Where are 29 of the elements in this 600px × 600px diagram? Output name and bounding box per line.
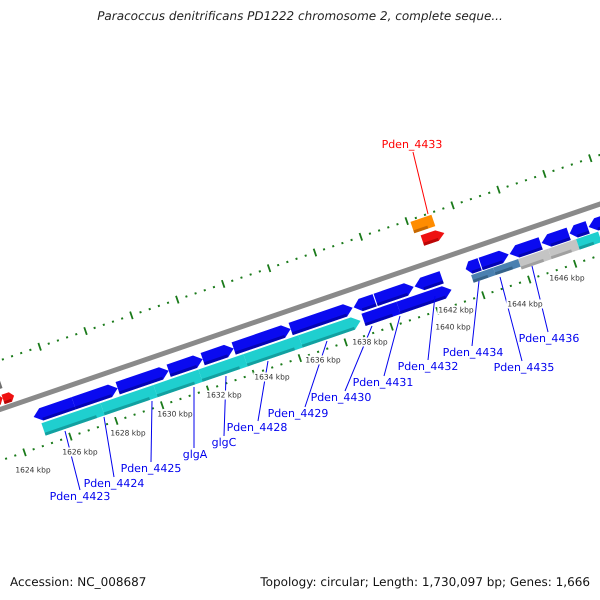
- gene-label: Pden_4424: [84, 478, 144, 490]
- leader-line: [472, 280, 480, 346]
- leader-line: [150, 400, 152, 462]
- gene-label: Pden_4425: [120, 463, 182, 475]
- genome-summary-text: Topology: circular; Length: 1,730,097 bp; Genes: 1,666: [260, 575, 590, 589]
- gene-label: glgA: [182, 449, 208, 461]
- title: Paracoccus denitrificans PD1222 chromosome 2, complete seque...: [96, 9, 504, 23]
- gene-label: Pden_4432: [398, 361, 458, 373]
- leader-line: [344, 326, 372, 392]
- accession-text: Accession: NC_008687: [10, 575, 146, 589]
- leader-line: [258, 360, 268, 422]
- leader-line: [412, 152, 428, 214]
- gene-label: Pden_4433: [382, 139, 442, 151]
- gene-label: Pden_4423: [50, 491, 110, 503]
- gene-label: Pden_4434: [442, 347, 504, 359]
- leader-line: [104, 416, 114, 478]
- gene-label: glgC: [212, 437, 236, 449]
- leader-line: [500, 276, 522, 362]
- leader-line: [304, 340, 328, 408]
- gene-label: Pden_4431: [352, 377, 414, 389]
- gene-label: Pden_4430: [310, 392, 372, 404]
- gene-label: Pden_4436: [518, 333, 580, 345]
- leader-line: [532, 266, 548, 332]
- gene-label: Pden_4429: [268, 408, 328, 420]
- leader-line: [64, 430, 80, 490]
- gene-label: Pden_4428: [226, 422, 288, 434]
- gene-label: Pden_4435: [494, 362, 554, 374]
- leader-line: [384, 316, 400, 376]
- leader-line: [428, 296, 436, 360]
